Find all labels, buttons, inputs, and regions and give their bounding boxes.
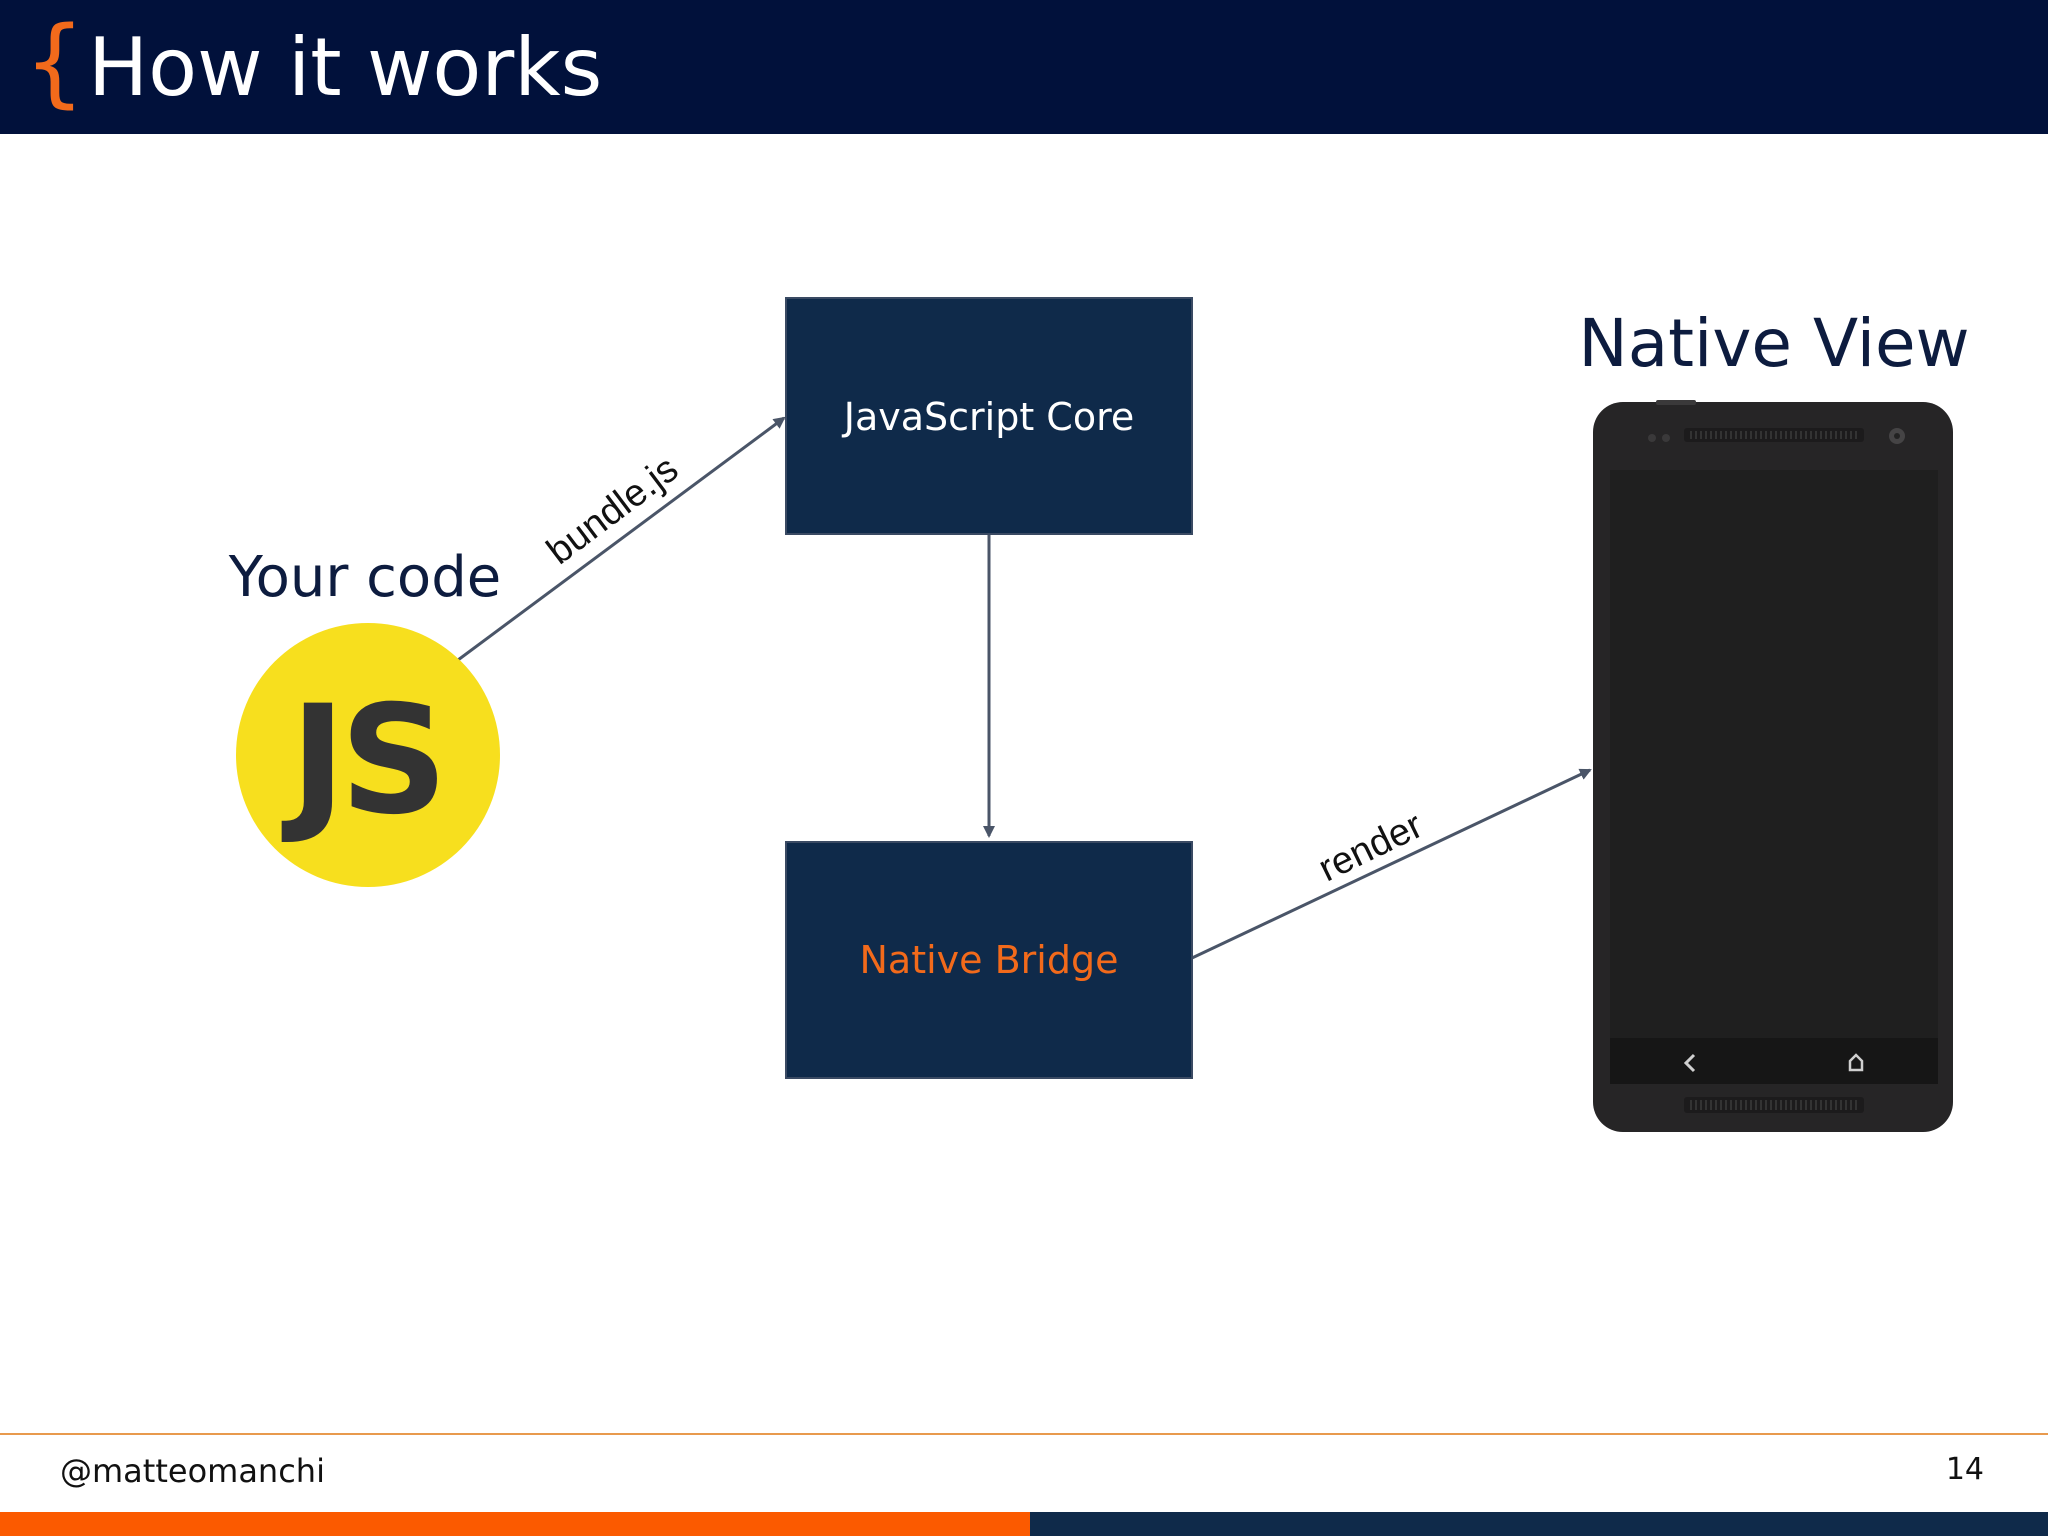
phone-nav-bar [1610,1038,1938,1084]
edge-render-arrow [1191,768,1592,960]
phone-power-button [1656,400,1696,405]
slide-title: How it works [88,21,603,114]
js-logo: JS [236,623,500,887]
phone-illustration [1593,400,1953,1132]
phone-top-speaker-icon [1684,428,1864,442]
phone-sensor-dot [1662,434,1670,442]
phone-bottom-speaker-icon [1684,1097,1864,1113]
footer-bar-orange [0,1512,1030,1536]
your-code-label: Your code [228,545,501,610]
page-number: 14 [1945,1452,1984,1487]
phone-back-icon [1683,1053,1696,1073]
footer-bar-navy [1030,1512,2048,1536]
edge-bundle-label: bundle.js [539,448,686,573]
phone-home-icon [1848,1053,1864,1072]
native-bridge-label: Native Bridge [860,938,1119,982]
native-bridge-box [785,841,1193,1079]
js-logo-circle [236,623,500,887]
footer-divider [0,1433,2048,1435]
javascript-core-node: JavaScript Core [785,297,1193,535]
phone-screen [1610,470,1938,1038]
native-view-label: Native View [1578,305,1969,382]
js-logo-text: JS [281,674,442,848]
edge-bundle-arrow [457,416,786,662]
edge-render-label: render [1312,804,1429,890]
native-bridge-node: Native Bridge [785,841,1193,1079]
slide-header: { How it works [0,0,2048,134]
phone-camera-lens [1894,433,1900,439]
phone-sensor-dot [1648,434,1656,442]
javascript-core-box [785,297,1193,535]
footer-handle: @matteomanchi [60,1452,325,1490]
javascript-core-label: JavaScript Core [842,395,1135,439]
brace-icon: { [24,6,86,118]
